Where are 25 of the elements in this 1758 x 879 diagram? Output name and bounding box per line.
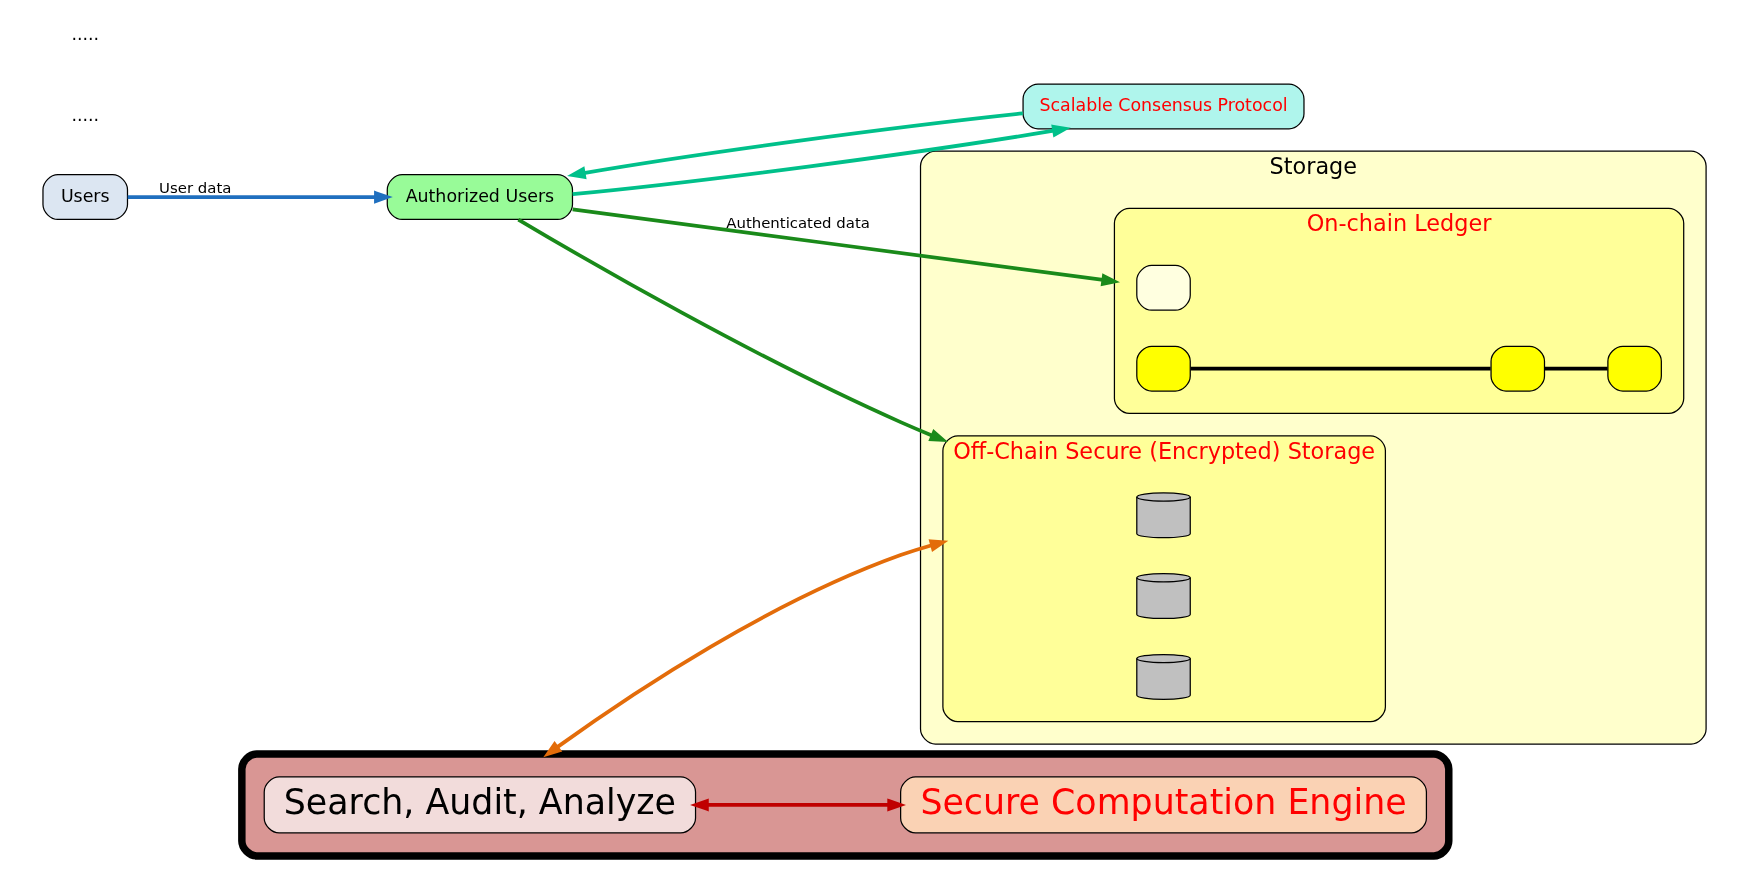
arrow bbox=[566, 111, 1023, 180]
node-box bbox=[1489, 345, 1545, 392]
cluster: On-chain Ledger bbox=[1113, 207, 1684, 414]
node-box bbox=[1135, 264, 1191, 311]
node-box bbox=[1606, 345, 1662, 392]
arrow bbox=[571, 207, 1120, 287]
arrow bbox=[542, 539, 948, 758]
cluster: Off-Chain Secure (Encrypted) Storage bbox=[941, 435, 1386, 723]
node-box: Authorized Users bbox=[386, 174, 573, 221]
label: ..... bbox=[70, 104, 99, 125]
edge-label: User data bbox=[158, 178, 231, 197]
arrow bbox=[127, 190, 393, 204]
cluster bbox=[237, 750, 1452, 860]
connector bbox=[1544, 366, 1608, 371]
node-box: Users bbox=[41, 174, 128, 221]
node-box bbox=[1135, 345, 1191, 392]
node-box: Search, Audit, Analyze bbox=[263, 776, 696, 834]
arrow bbox=[689, 798, 906, 812]
arrow bbox=[571, 124, 1071, 197]
connector bbox=[1190, 366, 1491, 371]
label: ..... bbox=[70, 24, 99, 45]
node-box: Secure Computation Engine bbox=[899, 776, 1427, 834]
edge-label: Authenticated data bbox=[725, 213, 870, 232]
arrow bbox=[516, 217, 948, 443]
node-box: Scalable Consensus Protocol bbox=[1021, 83, 1305, 130]
